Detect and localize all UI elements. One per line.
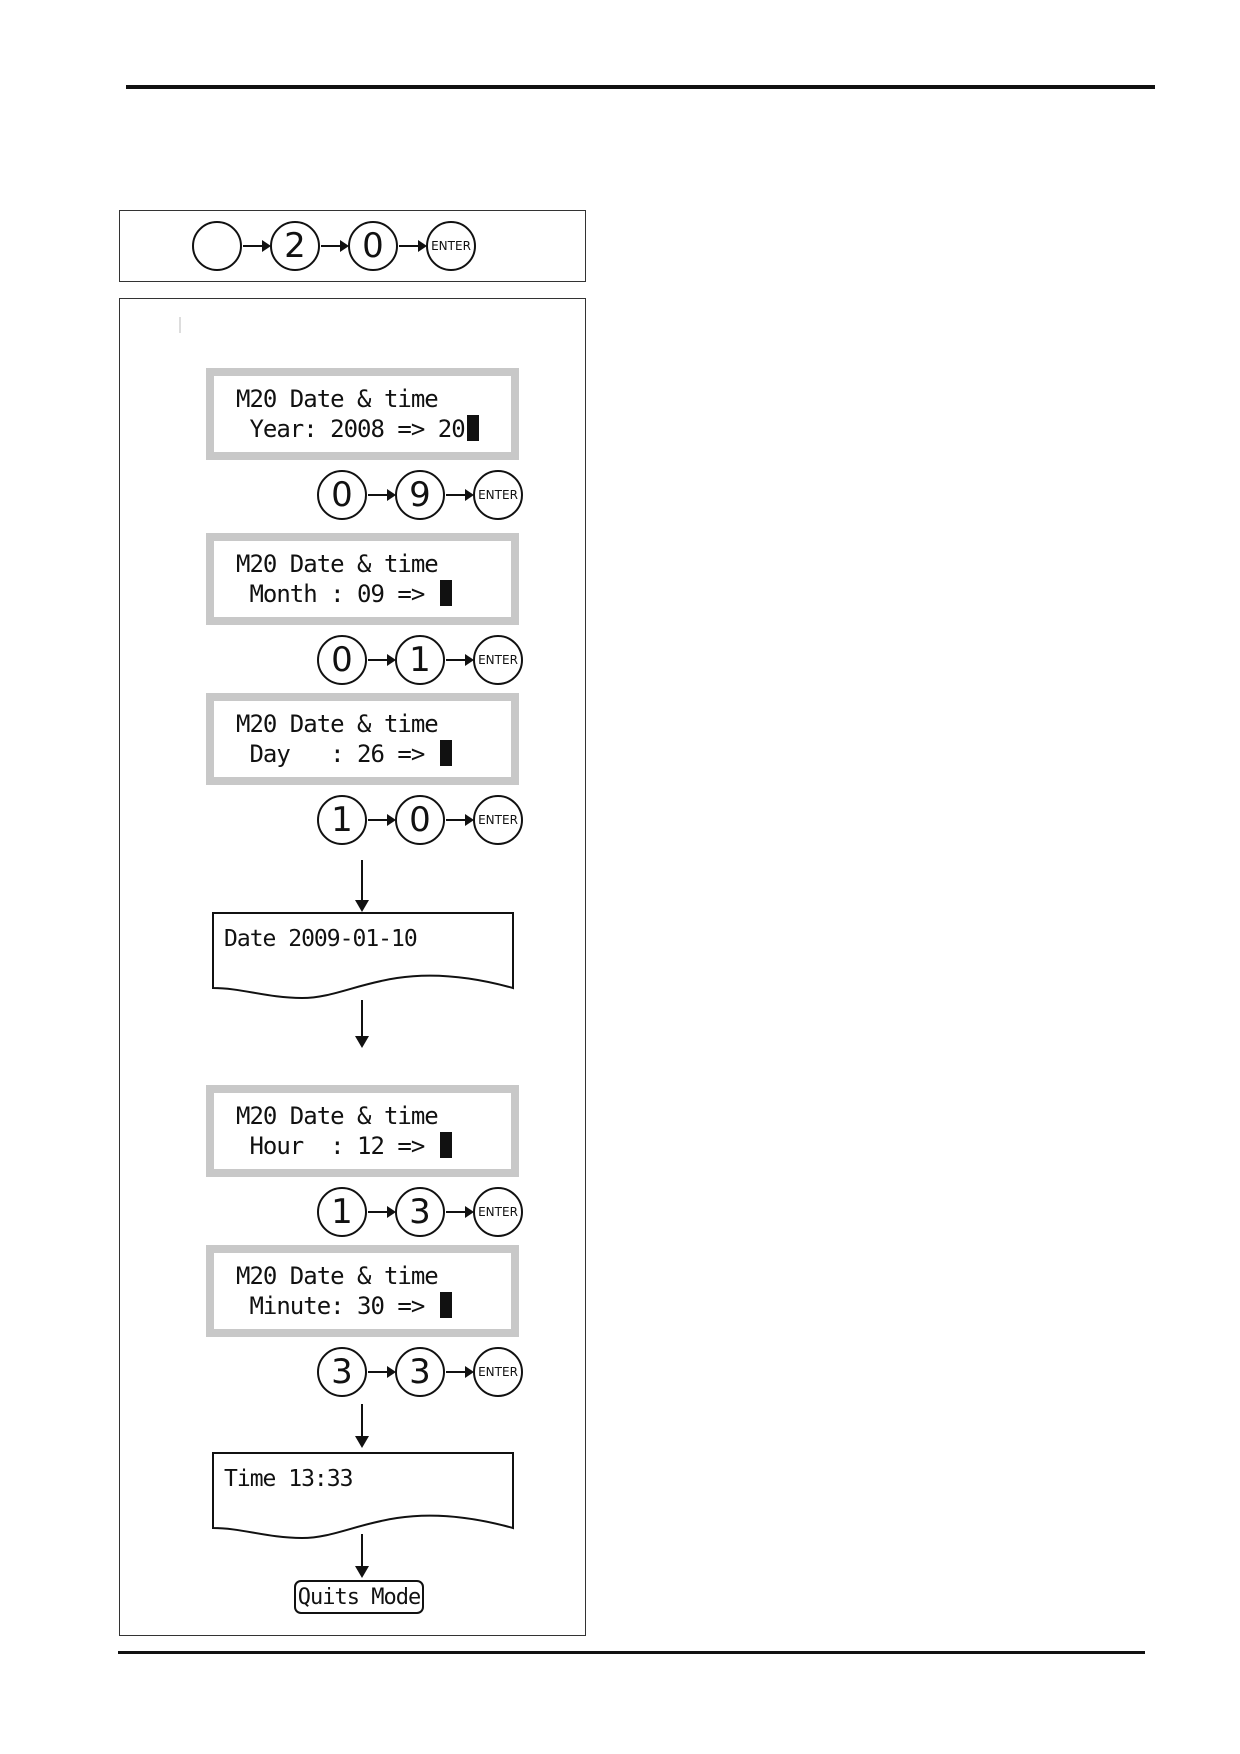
enter-key: ENTER <box>473 795 523 845</box>
right-arrow-icon <box>243 240 271 252</box>
start-key-sequence: 2 0 ENTER <box>120 211 585 281</box>
cursor-block <box>439 1132 452 1158</box>
key-digit: 0 <box>317 470 367 520</box>
cursor-block <box>439 740 452 766</box>
key-0: 0 <box>348 221 398 271</box>
right-arrow-icon <box>321 240 349 252</box>
down-arrow-icon <box>355 1404 369 1448</box>
right-arrow-icon <box>446 1206 474 1218</box>
key-row-month: 0 1 ENTER <box>317 633 537 687</box>
lcd-screen-month: M20 Date & time Month : 09 => <box>206 533 519 625</box>
lcd-screen-day: M20 Date & time Day : 26 => <box>206 693 519 785</box>
key-2: 2 <box>270 221 320 271</box>
key-digit: 3 <box>395 1187 445 1237</box>
lcd-line-2: Month : 09 => <box>236 580 438 608</box>
printout-outline <box>212 912 514 1000</box>
lcd-line-1: M20 Date & time <box>236 550 439 578</box>
enter-key: ENTER <box>473 1187 523 1237</box>
blank-key <box>192 221 242 271</box>
cursor-block <box>439 580 452 606</box>
right-arrow-icon <box>368 1366 396 1378</box>
lcd-line-2: Day : 26 => <box>236 740 438 768</box>
printout-text: Date 2009-01-10 <box>224 926 418 952</box>
cursor-block <box>466 415 479 441</box>
key-digit: 3 <box>395 1347 445 1397</box>
top-rule <box>126 85 1155 89</box>
printout-time: Time 13:33 <box>212 1452 514 1542</box>
key-digit: 3 <box>317 1347 367 1397</box>
printout-date: Date 2009-01-10 <box>212 912 514 1002</box>
key-digit: 1 <box>317 795 367 845</box>
key-digit: 9 <box>395 470 445 520</box>
right-arrow-icon <box>368 654 396 666</box>
down-arrow-icon <box>355 1000 369 1048</box>
key-row-day: 1 0 ENTER <box>317 793 537 847</box>
lcd-line-1: M20 Date & time <box>236 385 439 413</box>
lcd-line-1: M20 Date & time <box>236 710 439 738</box>
lcd-line-1: M20 Date & time <box>236 1102 439 1130</box>
lcd-line-1: M20 Date & time <box>236 1262 439 1290</box>
key-sequence-box: 2 0 ENTER <box>119 210 586 282</box>
key-digit: 0 <box>395 795 445 845</box>
down-arrow-icon <box>355 1534 369 1578</box>
key-row-hour: 1 3 ENTER <box>317 1185 537 1239</box>
key-digit: 1 <box>395 635 445 685</box>
lcd-line-2: Hour : 12 => <box>236 1132 438 1160</box>
enter-key: ENTER <box>426 221 476 271</box>
key-row-minute: 3 3 ENTER <box>317 1345 537 1399</box>
right-arrow-icon <box>446 489 474 501</box>
right-arrow-icon <box>399 240 427 252</box>
enter-key: ENTER <box>473 1347 523 1397</box>
lcd-screen-year: M20 Date & time Year: 2008 => 20 <box>206 368 519 460</box>
quits-mode-label: Quits Mode <box>294 1580 424 1614</box>
key-digit: 0 <box>317 635 367 685</box>
key-row-year: 0 9 ENTER <box>317 468 537 522</box>
right-arrow-icon <box>446 814 474 826</box>
lcd-line-2: Minute: 30 => <box>236 1292 438 1320</box>
cursor-block <box>439 1292 452 1318</box>
right-arrow-icon <box>446 654 474 666</box>
enter-key: ENTER <box>473 470 523 520</box>
lcd-screen-minute: M20 Date & time Minute: 30 => <box>206 1245 519 1337</box>
right-arrow-icon <box>368 489 396 501</box>
printout-outline <box>212 1452 514 1540</box>
enter-key: ENTER <box>473 635 523 685</box>
lcd-screen-hour: M20 Date & time Hour : 12 => <box>206 1085 519 1177</box>
lcd-line-2: Year: 2008 => 20 <box>236 415 465 443</box>
printout-text: Time 13:33 <box>224 1466 353 1492</box>
key-digit: 1 <box>317 1187 367 1237</box>
bottom-rule <box>118 1651 1145 1654</box>
right-arrow-icon <box>446 1366 474 1378</box>
right-arrow-icon <box>368 814 396 826</box>
scan-mark <box>179 317 181 333</box>
down-arrow-icon <box>355 860 369 912</box>
right-arrow-icon <box>368 1206 396 1218</box>
